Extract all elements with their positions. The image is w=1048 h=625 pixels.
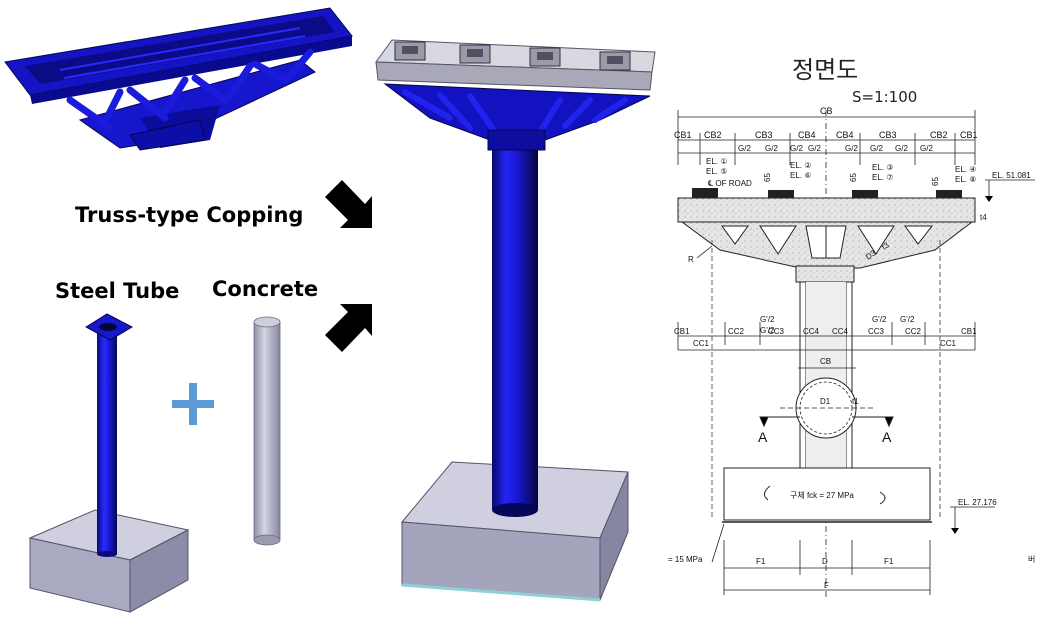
edge-note: 버 — [1028, 554, 1035, 564]
el-label-3: EL. ③ — [872, 163, 893, 172]
cb-mid-label: CB — [820, 357, 831, 366]
t3-label: t3 — [880, 240, 891, 252]
steel-tube-label: Steel Tube — [55, 279, 179, 303]
cb1-mid-left: CB1 — [674, 327, 690, 336]
dim-cb3-right: CB3 — [879, 130, 897, 140]
footing-note: 구체 fck = 27 MPa — [790, 490, 854, 500]
g-label-6: G/2 — [870, 144, 883, 153]
radius-label: R — [688, 255, 694, 264]
dim-65-c: 65 — [931, 177, 940, 186]
cb1-mid-right: CB1 — [961, 327, 977, 336]
cc3-left: CC3 — [768, 327, 785, 336]
g-label-1: G/2 — [738, 144, 751, 153]
g-label-4: G/2 — [808, 144, 821, 153]
dim-t4: t4 — [980, 213, 987, 222]
dim-cb2-left: CB2 — [704, 130, 722, 140]
cc1-left: CC1 — [693, 339, 710, 348]
g-label-8: G/2 — [920, 144, 933, 153]
truss-copping-model — [4, 7, 353, 151]
front-view-drawing: 정면도 S=1:100 CB CB1 CB2 CB3 CB4 CB4 CB3 C… — [668, 56, 1035, 600]
el-label-1: EL. ① — [706, 157, 727, 166]
d1-label: D1 — [820, 397, 831, 406]
dim-f1-left: F1 — [756, 557, 766, 566]
el-label-5: EL. ⑤ — [706, 167, 727, 176]
road-centerline-label: ℄ OF ROAD — [708, 179, 752, 188]
lean-concrete-note: = 15 MPa — [668, 555, 703, 564]
el-label-7: EL. ⑦ — [872, 173, 893, 182]
cc4-right: CC4 — [832, 327, 849, 336]
dim-cb3-left: CB3 — [755, 130, 773, 140]
dim-f-total: F — [824, 581, 829, 590]
cc1-right: CC1 — [940, 339, 957, 348]
dim-cb-top: CB — [820, 106, 833, 116]
truss-copping-label: Truss-type Copping — [75, 203, 303, 227]
g-prime-1: G'/2 — [760, 315, 775, 324]
cc3-right: CC3 — [868, 327, 885, 336]
drawing-title: 정면도 — [792, 56, 858, 84]
g-label-2: G/2 — [765, 144, 778, 153]
g-prime-3: G'/2 — [872, 315, 887, 324]
t1-label: t1 — [852, 397, 859, 406]
dim-cb4-left: CB4 — [798, 130, 816, 140]
drawing-scale: S=1:100 — [852, 88, 917, 106]
g-label-3: G/2 — [790, 144, 803, 153]
dim-f1-right: F1 — [884, 557, 894, 566]
el-top-label: EL. 51.081 — [992, 171, 1031, 180]
g-label-7: G/2 — [895, 144, 908, 153]
g-label-5: G/2 — [845, 144, 858, 153]
dim-65-b: 65 — [849, 173, 858, 182]
steel-tube-model — [28, 313, 190, 613]
el-label-8: EL. ⑧ — [955, 175, 976, 184]
cc4-left: CC4 — [803, 327, 820, 336]
el-label-4: EL. ④ — [955, 165, 976, 174]
dim-65-a: 65 — [763, 173, 772, 182]
el-label-6: EL. ⑥ — [790, 171, 811, 180]
dim-cb1-left: CB1 — [674, 130, 692, 140]
arrow-down-right-icon — [325, 180, 372, 228]
cc2-left: CC2 — [728, 327, 745, 336]
concrete-label: Concrete — [212, 277, 318, 301]
section-a-right: A — [882, 429, 892, 445]
section-a-left: A — [758, 429, 768, 445]
g-prime-4: G'/2 — [900, 315, 915, 324]
el-bottom-label: EL. 27.176 — [958, 498, 997, 507]
dim-cb4-right: CB4 — [836, 130, 854, 140]
assembled-pier-model — [375, 39, 656, 602]
arrow-up-right-icon — [325, 304, 372, 352]
g-prime-2: G'/2 — [760, 326, 775, 335]
dim-d: D — [822, 557, 828, 566]
dim-cb1-right: CB1 — [960, 130, 978, 140]
el-label-2: EL. ② — [790, 161, 811, 170]
cc2-right: CC2 — [905, 327, 922, 336]
dim-cb2-right: CB2 — [930, 130, 948, 140]
plus-icon — [172, 383, 214, 425]
concrete-cylinder-model — [253, 316, 281, 546]
